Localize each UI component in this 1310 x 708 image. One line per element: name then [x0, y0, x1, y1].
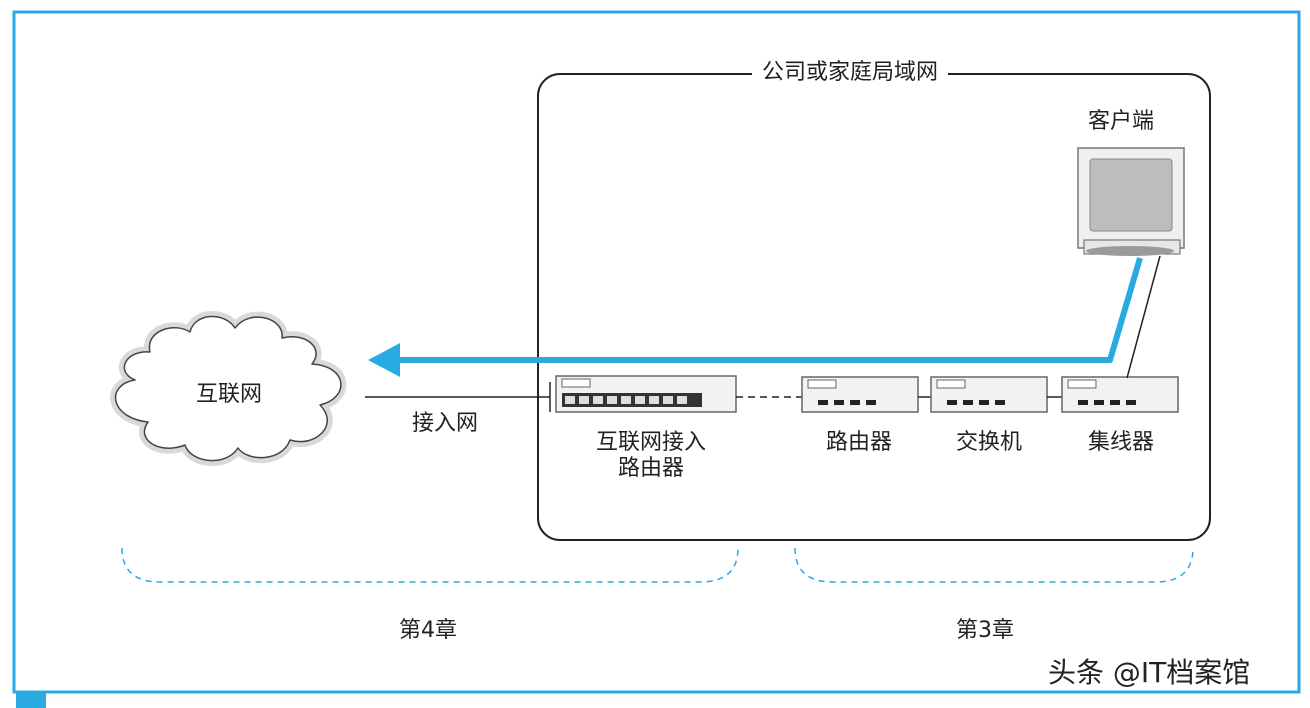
outer-frame	[12, 10, 1301, 694]
access-network-label: 接入网	[412, 411, 479, 436]
hub-label: 集线器	[1088, 430, 1155, 455]
internet-label: 互联网	[196, 382, 263, 407]
data-flow-arrowhead	[368, 343, 400, 377]
router-label: 路由器	[826, 430, 893, 455]
internet-access-router-label-line1: 互联网接入	[595, 430, 706, 455]
internet-access-router-label-line2: 路由器	[617, 456, 684, 482]
client-hub-cable	[1126, 255, 1161, 379]
lan-title: 公司或家庭局域网	[752, 60, 949, 87]
watermark: 头条 @IT档案馆	[1048, 656, 1251, 689]
chapter4-label: 第4章	[399, 618, 457, 643]
client-computer-icon	[1077, 147, 1185, 256]
chapter3-label: 第3章	[956, 618, 1014, 643]
frame-corner-marker	[16, 692, 46, 708]
internet-access-router-label: 互联网接入 路由器	[576, 430, 726, 483]
data-flow-arrow-line	[392, 257, 1143, 363]
client-label: 客户端	[1088, 109, 1155, 134]
router-device	[801, 376, 919, 413]
hub-device	[1061, 376, 1179, 413]
internet-cloud	[110, 311, 347, 467]
switch-device	[930, 376, 1048, 413]
switch-label: 交换机	[956, 430, 1023, 455]
chapter4-bracket	[121, 547, 739, 583]
internet-access-router-device	[555, 375, 737, 413]
chapter3-bracket	[794, 547, 1194, 583]
